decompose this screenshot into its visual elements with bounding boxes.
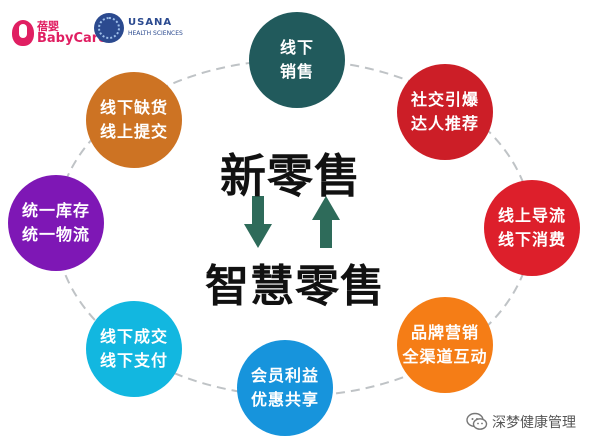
- usana-logo: USANA HEALTH SCIENCES: [94, 12, 183, 44]
- node-line: 达人推荐: [410, 114, 479, 133]
- usana-logo-tagline: HEALTH SCIENCES: [128, 30, 183, 37]
- node-line: 线下: [279, 38, 314, 57]
- center-title-new-retail: 新零售: [220, 149, 361, 203]
- node-line: 全渠道互动: [402, 347, 488, 366]
- up-arrow: [312, 196, 340, 248]
- node-line: 统一库存: [21, 201, 90, 220]
- node-social-buzz: 社交引爆 达人推荐: [397, 64, 493, 160]
- babycare-logo-en: BabyCare: [37, 31, 108, 46]
- usana-logo-name: USANA: [128, 17, 173, 28]
- node-out-of-stock: 线下缺货 线上提交: [86, 72, 182, 168]
- node-online-to-offline: 线上导流 线下消费: [484, 180, 580, 276]
- node-line: 销售: [279, 62, 314, 81]
- node-line: 统一物流: [21, 225, 90, 244]
- node-line: 线上导流: [497, 206, 566, 225]
- watermark-text: 深梦健康管理: [492, 415, 576, 431]
- node-line: 线下成交: [99, 327, 168, 346]
- node-line: 优惠共享: [250, 390, 319, 409]
- node-line: 线下消费: [497, 230, 566, 249]
- wechat-icon: [466, 411, 488, 433]
- down-arrow: [244, 196, 272, 248]
- node-offline-sales: 线下 销售: [249, 12, 345, 108]
- node-unified-inventory: 统一库存 统一物流: [8, 175, 104, 271]
- babycare-logo-icon: [12, 20, 34, 46]
- node-line: 线下缺货: [99, 98, 168, 117]
- node-line: 品牌营销: [410, 323, 479, 342]
- babycare-logo-cn: 蓓婴: [37, 20, 59, 33]
- center-title-smart-retail: 智慧零售: [205, 261, 385, 312]
- node-line: 会员利益: [250, 366, 319, 385]
- node-line: 线上提交: [99, 122, 168, 141]
- usana-logo-icon: [94, 13, 124, 43]
- node-member-benefits: 会员利益 优惠共享: [237, 340, 333, 436]
- node-line: 线下支付: [99, 351, 168, 370]
- node-offline-deal: 线下成交 线下支付: [86, 301, 182, 397]
- node-brand-marketing: 品牌营销 全渠道互动: [397, 297, 493, 393]
- node-line: 社交引爆: [410, 90, 479, 109]
- watermark: 深梦健康管理: [466, 411, 576, 433]
- babycare-logo: 蓓婴 BabyCare: [12, 18, 107, 48]
